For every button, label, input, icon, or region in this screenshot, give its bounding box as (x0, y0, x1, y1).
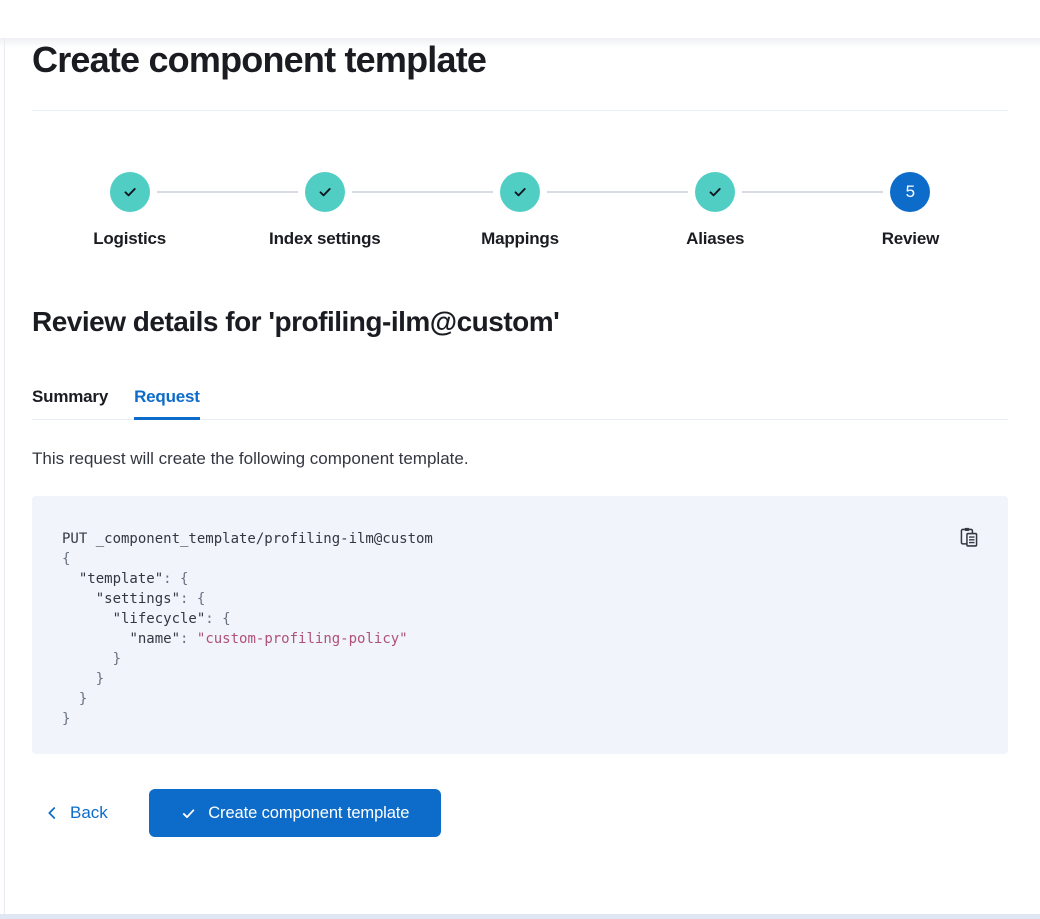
step-mappings[interactable]: Mappings (422, 172, 618, 249)
step-complete-circle (500, 172, 540, 212)
step-label: Aliases (686, 229, 745, 248)
step-label: Index settings (269, 229, 381, 248)
bottom-panel-edge (0, 914, 1040, 919)
code-content: PUT _component_template/profiling-ilm@cu… (62, 531, 433, 727)
check-icon (121, 183, 139, 201)
request-description: This request will create the following c… (32, 449, 469, 468)
step-aliases[interactable]: Aliases (617, 172, 814, 249)
back-button-label: Back (70, 803, 108, 822)
request-code-block: PUT _component_template/profiling-ilm@cu… (32, 496, 1008, 754)
step-label: Review (881, 229, 940, 248)
chevron-left-icon (44, 805, 60, 821)
create-component-template-button[interactable]: Create component template (148, 789, 441, 837)
create-button-label: Create component template (208, 803, 410, 822)
step-complete-circle (695, 172, 736, 212)
left-panel-border (4, 38, 5, 919)
review-tabs: Summary Request (32, 387, 1008, 420)
step-number: 5 (905, 182, 916, 201)
step-index-settings[interactable]: Index settings (227, 172, 423, 249)
step-number-circle: 5 (890, 172, 931, 212)
tab-summary[interactable]: Summary (32, 387, 108, 419)
horizontal-steps: Logistics Index settings Mappings (32, 172, 1008, 249)
back-button[interactable]: Back (44, 803, 108, 823)
step-label: Mappings (481, 229, 559, 248)
footer-actions: Back Create component template (32, 789, 1008, 837)
step-review[interactable]: 5 Review (812, 172, 1008, 249)
copy-button[interactable] (958, 526, 980, 548)
page-title: Create component template (32, 39, 487, 80)
tab-request[interactable]: Request (134, 387, 200, 420)
check-icon (511, 183, 529, 201)
check-icon (180, 805, 197, 822)
check-icon (316, 183, 334, 201)
review-heading: Review details for 'profiling-ilm@custom… (32, 306, 560, 337)
step-logistics[interactable]: Logistics (32, 172, 228, 249)
step-label: Logistics (93, 229, 167, 248)
copy-clipboard-icon (958, 526, 980, 548)
check-icon (706, 183, 724, 201)
step-complete-circle (304, 172, 345, 212)
title-divider (32, 110, 1008, 111)
step-complete-circle (109, 172, 150, 212)
